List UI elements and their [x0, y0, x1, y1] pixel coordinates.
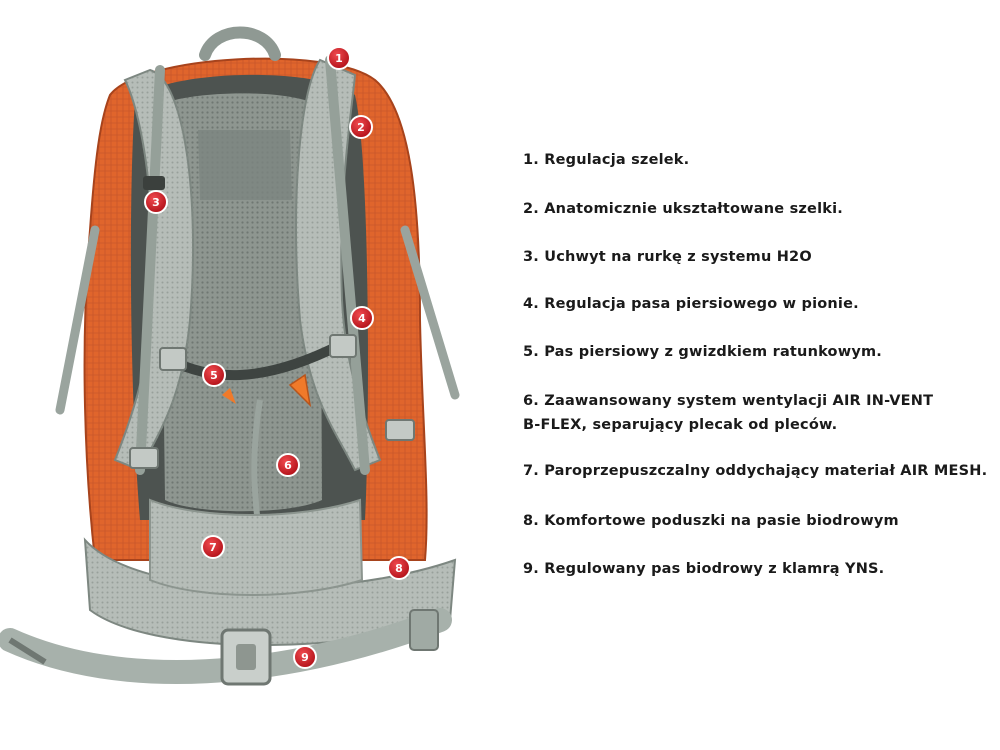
svg-text:4: 4	[358, 312, 366, 325]
marker-5: 5	[202, 363, 226, 387]
marker-1: 1	[327, 46, 351, 70]
feature-item-6: 6. Zaawansowany system wentylacji AIR IN…	[523, 389, 933, 437]
marker-4: 4	[350, 306, 374, 330]
feature-text: 7. Paroprzepuszczalny oddychający materi…	[523, 463, 988, 479]
feature-text: 4. Regulacja pasa piersiowego w pionie.	[523, 296, 859, 312]
svg-text:9: 9	[301, 651, 309, 664]
feature-text: 2. Anatomicznie ukształtowane szelki.	[523, 201, 843, 217]
feature-item-5: 5. Pas piersiowy z gwizdkiem ratunkowym.	[523, 340, 882, 364]
tube-clip	[143, 176, 165, 190]
shoulder-strap-right	[295, 55, 382, 475]
svg-text:2: 2	[357, 121, 365, 134]
strap-buckle-left	[129, 447, 159, 469]
feature-text: 8. Komfortowe poduszki na pasie biodrowy…	[523, 513, 899, 529]
feature-item-3: 3. Uchwyt na rurkę z systemu H2O	[523, 245, 812, 269]
feature-item-2: 2. Anatomicznie ukształtowane szelki.	[523, 197, 843, 221]
strap-buckle-right	[385, 419, 415, 441]
feature-text: 1. Regulacja szelek.	[523, 152, 690, 168]
feature-text: B-FLEX, separujący plecak od pleców.	[523, 417, 838, 433]
feature-item-8: 8. Komfortowe poduszki na pasie biodrowy…	[523, 509, 899, 533]
marker-8: 8	[387, 556, 411, 580]
svg-text:8: 8	[395, 562, 403, 575]
marker-3: 3	[144, 190, 168, 214]
hip-belt	[0, 498, 457, 686]
backpack-illustration: 1 2 3 4 5 6 7 8 9	[0, 26, 460, 686]
marker-7: 7	[201, 535, 225, 559]
marker-2: 2	[349, 115, 373, 139]
feature-item-7: 7. Paroprzepuszczalny oddychający materi…	[523, 459, 987, 483]
sternum-strap	[159, 334, 357, 408]
svg-text:3: 3	[152, 196, 160, 209]
marker-6: 6	[276, 453, 300, 477]
feature-text: 9. Regulowany pas biodrowy z klamrą YNS.	[523, 561, 885, 577]
feature-text: 6. Zaawansowany system wentylacji AIR IN…	[523, 393, 934, 409]
feature-item-9: 9. Regulowany pas biodrowy z klamrą YNS.	[523, 557, 884, 581]
side-strap-right	[400, 225, 460, 400]
back-panel-mesh	[160, 93, 322, 512]
top-handle	[199, 26, 281, 61]
svg-text:7: 7	[209, 541, 217, 554]
feature-text: 5. Pas piersiowy z gwizdkiem ratunkowym.	[523, 344, 882, 360]
feature-text: 3. Uchwyt na rurkę z systemu H2O	[523, 249, 812, 265]
feature-item-1: 1. Regulacja szelek.	[523, 148, 689, 172]
svg-text:6: 6	[284, 459, 292, 472]
side-strap-left	[55, 225, 100, 415]
feature-item-4: 4. Regulacja pasa piersiowego w pionie.	[523, 292, 859, 316]
svg-text:1: 1	[335, 52, 343, 65]
svg-text:5: 5	[210, 369, 218, 382]
marker-9: 9	[293, 645, 317, 669]
